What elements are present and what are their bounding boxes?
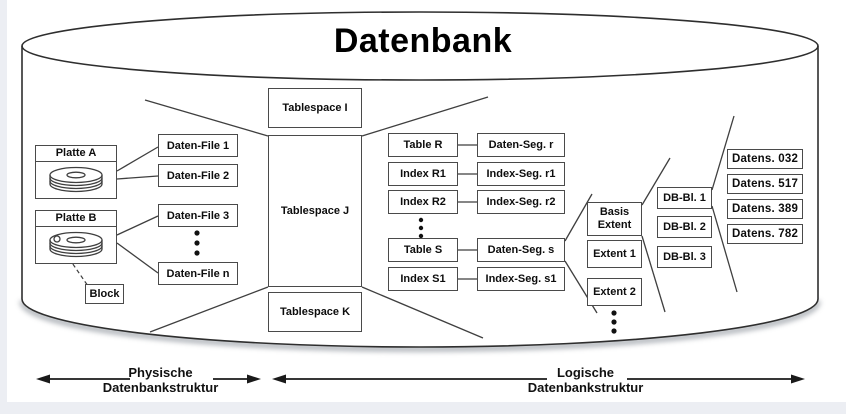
physical-structure-line1: Physische <box>128 365 193 380</box>
box-platte-a: Platte A <box>35 145 117 199</box>
physical-structure-line2: Datenbankstruktur <box>102 379 219 395</box>
physical-structure-label: Physische Datenbankstruktur <box>88 365 233 395</box>
box-platte-b: Platte B <box>35 210 117 264</box>
box-tablespace-i: Tablespace I <box>268 88 362 128</box>
box-datens-389: Datens. 389 <box>727 199 803 219</box>
box-db-bl-3: DB-Bl. 3 <box>657 246 712 268</box>
ellipsis-daten-file <box>194 230 200 256</box>
box-tablespace-k: Tablespace K <box>268 292 362 332</box>
basis-extent-line2: Extent <box>597 219 632 231</box>
funnel-lines-left <box>144 99 269 333</box>
box-daten-file-1: Daten-File 1 <box>158 134 238 157</box>
box-daten-file-2: Daten-File 2 <box>158 164 238 187</box>
box-daten-file-3: Daten-File 3 <box>158 204 238 227</box>
ellipsis-index <box>418 217 424 239</box>
fan-lines-records <box>711 115 738 293</box>
physical-arrow <box>36 374 261 384</box>
box-tablespace-j: Tablespace J <box>268 135 362 287</box>
logical-structure-line2: Datenbankstruktur <box>527 379 644 395</box>
box-daten-seg-r: Daten-Seg. r <box>477 133 565 157</box>
box-table-r: Table R <box>388 133 458 157</box>
box-basis-extent: Basis Extent <box>587 202 642 236</box>
ellipsis-extent <box>611 310 617 334</box>
box-daten-file-n: Daten-File n <box>158 262 238 285</box>
box-extent-2: Extent 2 <box>587 278 642 306</box>
fan-lines-tablespace <box>361 96 489 339</box>
box-index-seg-r1: Index-Seg. r1 <box>477 162 565 186</box>
disk-icon <box>49 166 103 193</box>
segment-connectors <box>458 144 477 280</box>
box-index-r1: Index R1 <box>388 162 458 186</box>
box-index-seg-s1: Index-Seg. s1 <box>477 267 565 291</box>
box-daten-seg-s: Daten-Seg. s <box>477 238 565 262</box>
box-index-s1: Index S1 <box>388 267 458 291</box>
logical-structure-label: Logische Datenbankstruktur <box>503 365 668 395</box>
box-datens-782: Datens. 782 <box>727 224 803 244</box>
logical-structure-line1: Logische <box>556 365 615 380</box>
box-db-bl-1: DB-Bl. 1 <box>657 187 712 209</box>
box-index-seg-r2: Index-Seg. r2 <box>477 190 565 214</box>
box-index-r2: Index R2 <box>388 190 458 214</box>
box-db-bl-2: DB-Bl. 2 <box>657 216 712 238</box>
box-datens-032: Datens. 032 <box>727 149 803 169</box>
disk-icon <box>49 231 103 258</box>
cylinder-title: Datenbank <box>333 22 513 60</box>
page-margin-bottom <box>0 402 846 414</box>
page-margin-left <box>0 0 7 414</box>
block-marker-icon <box>53 235 61 243</box>
box-datens-517: Datens. 517 <box>727 174 803 194</box>
fan-lines-dbblock <box>641 157 671 313</box>
box-block: Block <box>85 284 124 304</box>
basis-extent-line1: Basis <box>599 206 630 219</box>
logical-arrow <box>272 374 805 384</box>
cylinder-shadow <box>19 300 821 352</box>
disk-to-file-connectors <box>116 146 159 274</box>
box-table-s: Table S <box>388 238 458 262</box>
platte-b-label: Platte B <box>36 211 116 227</box>
box-extent-1: Extent 1 <box>587 240 642 268</box>
platte-a-label: Platte A <box>36 146 116 162</box>
